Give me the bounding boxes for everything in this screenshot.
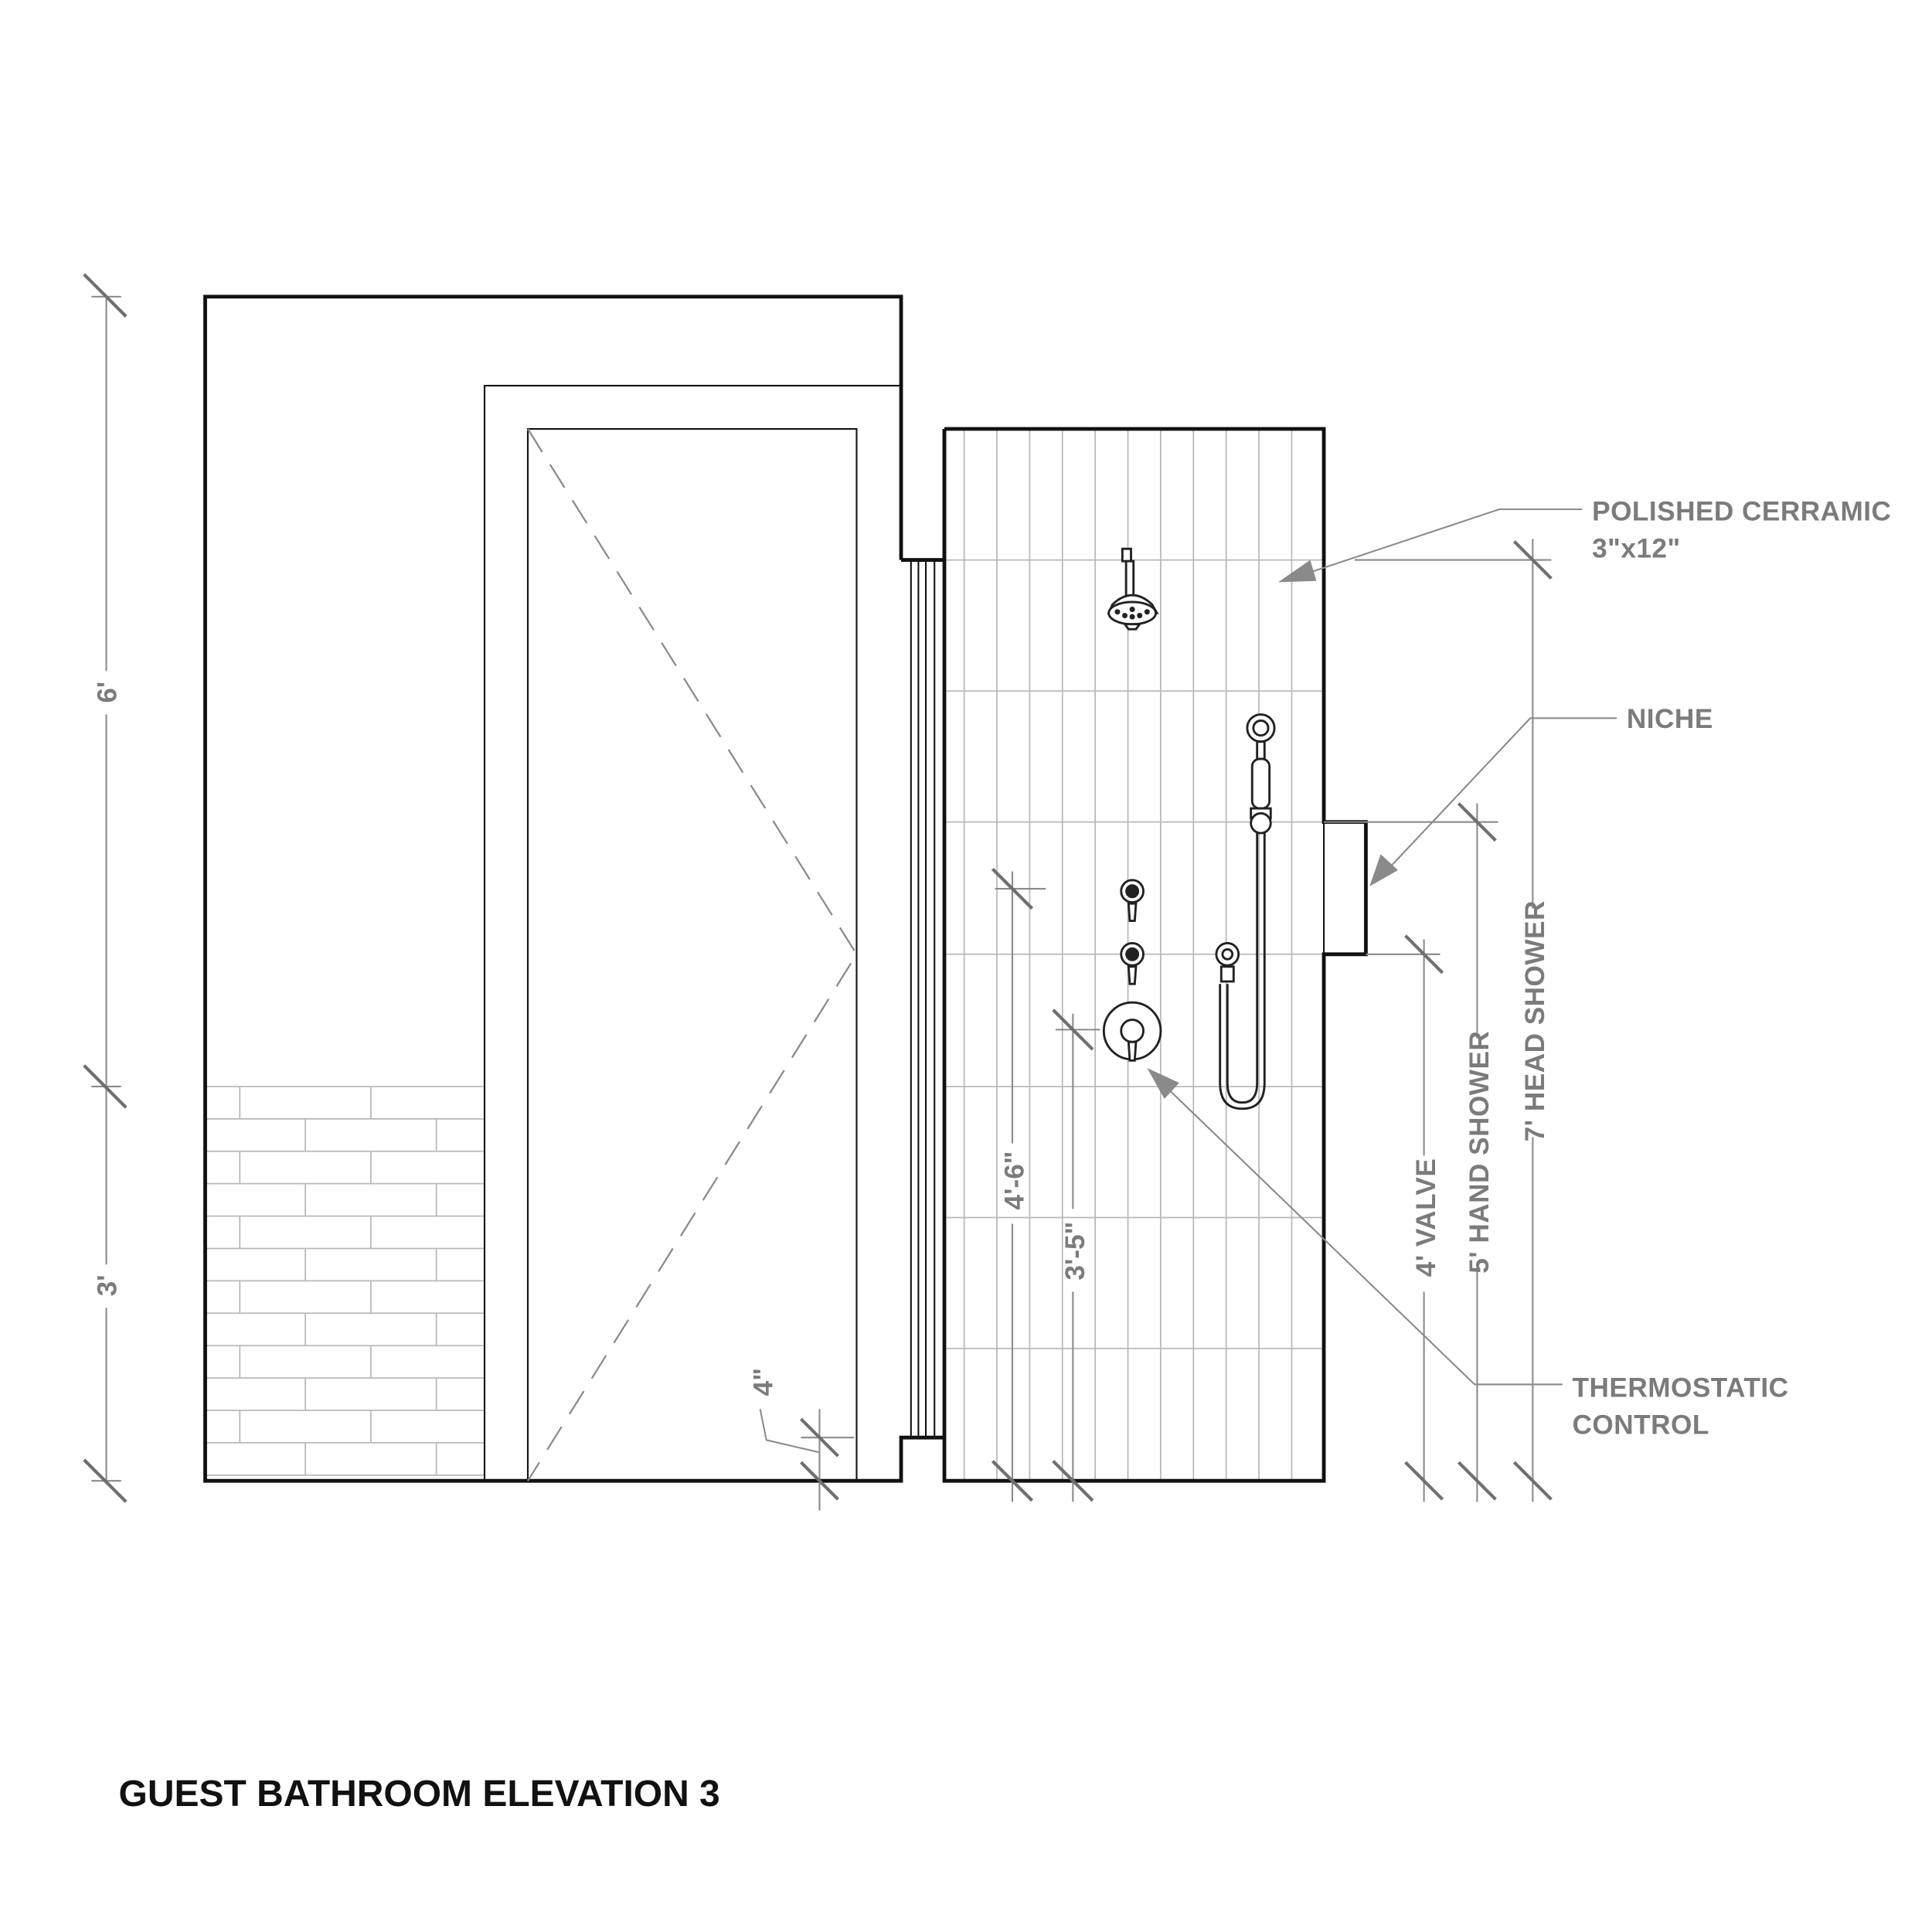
thermostatic-valve-icon — [1102, 1001, 1162, 1062]
callout-tile-line1: POLISHED CERRAMIC — [1592, 496, 1891, 526]
valve-dimensions: 4'-6" 3'-5" — [991, 867, 1100, 1502]
door-casing — [483, 385, 902, 1481]
wall-return-top — [901, 429, 947, 562]
shower-hose-icon — [1215, 833, 1266, 1111]
shower-wall-section — [942, 427, 1368, 1483]
dim-head-shower-height: 7' HEAD SHOWER — [1520, 900, 1550, 1141]
door-leaf — [526, 427, 858, 1482]
drawing-title: GUEST BATHROOM ELEVATION 3 — [119, 1774, 720, 1815]
threshold-dimension: 4" — [749, 1368, 855, 1511]
callout-thermostatic: THERMOSTATIC CONTROL — [1147, 1067, 1789, 1440]
dim-left-upper: 6' — [92, 682, 122, 703]
left-wall-outline — [203, 294, 945, 1483]
dim-left-lower: 3' — [92, 1274, 122, 1296]
callout-thermostatic-line1: THERMOSTATIC — [1573, 1372, 1789, 1403]
dim-threshold: 4" — [749, 1368, 779, 1396]
shower-glass-edge — [910, 560, 936, 1438]
left-wall-section — [203, 294, 947, 1483]
dim-valve-upper: 4'-6" — [999, 1151, 1029, 1210]
callout-thermostatic-line2: CONTROL — [1573, 1410, 1709, 1440]
callout-tile: POLISHED CERRAMIC 3"x12" — [1277, 496, 1891, 583]
callout-tile-line2: 3"x12" — [1592, 533, 1680, 563]
right-dimension-strings: 4' VALVE 5' HAND SHOWER 7' HEAD SHOWER — [1324, 539, 1553, 1502]
diverter-valve-icon — [1120, 879, 1145, 985]
hand-shower-icon — [1246, 713, 1276, 835]
dim-hand-shower-height: 5' HAND SHOWER — [1464, 1031, 1495, 1274]
dim-valve-height: 4' VALVE — [1411, 1158, 1441, 1277]
shower-head-icon — [1107, 547, 1159, 631]
callout-niche-label: NICHE — [1627, 704, 1713, 734]
wainscot-tile — [205, 1086, 485, 1476]
callout-niche: NICHE — [1369, 704, 1713, 886]
left-dimension-string: 6' 3' — [83, 273, 128, 1503]
door-swing-icon — [527, 428, 858, 1481]
dim-valve-lower: 3'-5" — [1060, 1222, 1090, 1281]
